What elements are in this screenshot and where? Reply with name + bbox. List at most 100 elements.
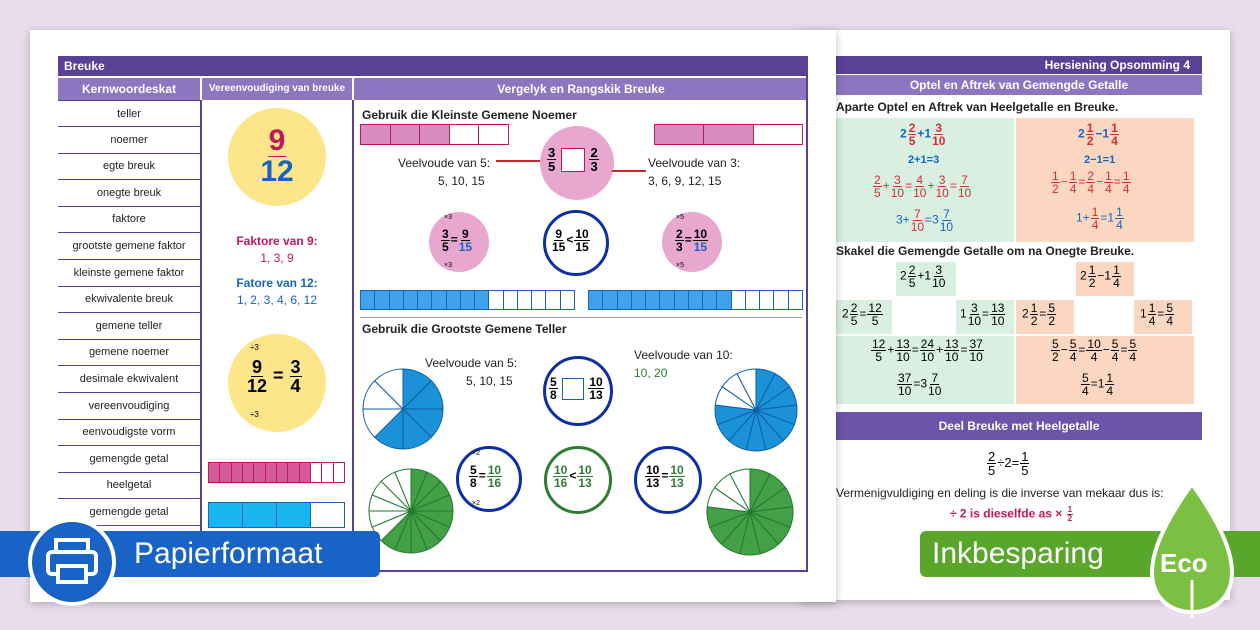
- lcd-title: Gebruik die Kleinste Gemene Noemer: [362, 108, 577, 122]
- multiples5-label-2: Veelvoude van 5:: [425, 356, 518, 370]
- gcn-title: Gebruik die Grootste Gemene Teller: [362, 322, 567, 336]
- vocab-item: ekwivalente breuk: [58, 286, 200, 314]
- simplify-div-top: ÷3: [250, 343, 259, 352]
- arrow-line: [612, 170, 646, 172]
- col2-header: Vereenvoudiging van breuke: [202, 78, 352, 100]
- vocab-item: teller: [58, 100, 200, 127]
- multiples5: 5, 10, 15: [438, 174, 485, 188]
- pie-slice: [736, 368, 757, 411]
- factors9: 1, 3, 9: [260, 251, 294, 265]
- compare-blank-box: [560, 147, 585, 172]
- eco-leaf-icon: [1149, 480, 1235, 618]
- factors12: 1, 2, 3, 4, 6, 12: [236, 293, 318, 307]
- vocab-item: grootste gemene faktor: [58, 233, 200, 260]
- col3-header: Vergelyk en Rangskik Breuke: [354, 78, 808, 100]
- vocab-item: gemene noemer: [58, 339, 200, 367]
- pie-slice: [394, 468, 412, 512]
- vocab-item: desimale ekwivalent: [58, 366, 200, 393]
- convert-cell: [896, 262, 956, 296]
- multiples5-label: Veelvoude van 5:: [398, 156, 491, 170]
- factors12-label: Fatore van 12:: [236, 276, 318, 290]
- back-sub-header: Optel en Aftrek van Gemengde Getalle: [836, 75, 1202, 95]
- equiv-circle-4: [634, 446, 702, 514]
- pie-eighths: [362, 368, 444, 450]
- compare-circle-4: [544, 446, 612, 514]
- add-whole: 2+1=3: [908, 154, 940, 166]
- divider: [200, 100, 202, 572]
- times5-top: ×5: [676, 214, 684, 221]
- arrow-line: [496, 160, 540, 162]
- section2-title: Skakel die Gemengde Getalle om na Onegte…: [836, 244, 1135, 258]
- multiples3-label: Veelvoude van 3:: [648, 156, 741, 170]
- equiv-circle-2: [662, 212, 722, 272]
- front-header: Breuke: [58, 56, 808, 76]
- big-fraction-num: 9: [267, 124, 287, 157]
- compare-circle-3: [543, 356, 613, 426]
- back-header: Hersiening Opsomming 4: [836, 56, 1202, 74]
- vocab-item: heelgetal: [58, 472, 200, 500]
- pie-slice: [374, 368, 404, 411]
- thirds-bar: [654, 124, 803, 145]
- ink-saving-label: Inkbesparing: [932, 537, 1104, 570]
- vocab-item: kleinste gemene faktor: [58, 260, 200, 287]
- convert-cell: [836, 336, 1014, 404]
- simplify-div-bottom: ÷3: [250, 410, 259, 419]
- divider: [58, 570, 808, 572]
- fifteenths-bar-1: [360, 290, 575, 310]
- factors9-label: Faktore van 9:: [236, 234, 318, 248]
- times3-top: ×3: [444, 214, 452, 221]
- divider: [352, 100, 354, 572]
- vocab-item: noemer: [58, 127, 200, 154]
- vocab-item: gemene teller: [58, 313, 200, 340]
- vocab-item: gemengde getal: [58, 499, 200, 526]
- vocab-item: egte breuk: [58, 153, 200, 181]
- pie-slice: [729, 468, 751, 513]
- pink-bar-strip: [208, 462, 345, 483]
- big-fraction-den: 12: [260, 155, 294, 188]
- multiples10: 10, 20: [634, 366, 668, 380]
- section3-header: Deel Breuke met Heelgetalle: [836, 412, 1202, 440]
- eco-label: Eco: [1160, 548, 1208, 578]
- vocab-item: eenvoudigste vorm: [58, 419, 200, 447]
- back-worksheet: Hersiening Opsomming 4 Optel en Aftrek v…: [800, 30, 1230, 600]
- compare-blank-box: [562, 377, 585, 400]
- divider: [806, 56, 808, 572]
- convert-cell: [836, 300, 892, 334]
- convert-cell: [1134, 300, 1192, 334]
- subtraction-cell: [1016, 118, 1194, 242]
- pie-sixteenths: [368, 468, 454, 554]
- vocab-item: onegte breuk: [58, 180, 200, 207]
- blue-bar-strip: [208, 502, 345, 528]
- divider: [360, 317, 802, 318]
- multiples10-label: Veelvoude van 10:: [634, 348, 733, 362]
- section1-title: Aparte Optel en Aftrek van Heelgetalle e…: [836, 100, 1119, 114]
- equiv-circle-3: [456, 446, 522, 512]
- pie-thirteenths-blue: [714, 368, 798, 452]
- fifteenths-bar-2: [588, 290, 803, 310]
- times5-bottom: ×5: [676, 262, 684, 269]
- times2-bottom: ×2: [472, 500, 480, 507]
- fifths-bar: [360, 124, 509, 145]
